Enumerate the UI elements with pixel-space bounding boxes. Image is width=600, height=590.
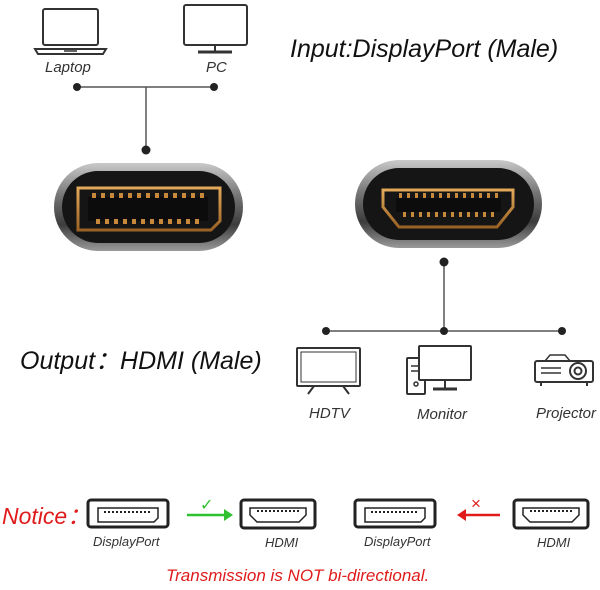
desktop-computer-icon [406,345,472,395]
pc-monitor-icon [183,4,248,54]
monitor-label: Monitor [417,406,468,423]
laptop-icon [33,8,108,55]
notice-hdmi-label-2: HDMI [537,535,571,550]
output-lines [322,257,566,335]
cross-icon: × [471,494,481,513]
displayport-connector-icon [54,163,243,251]
input-heading: Input:DisplayPort (Male) [290,35,559,63]
notice-dp-connector-1 [86,498,170,529]
notice-hdmi-connector-1 [239,498,317,530]
notice-label: Notice： [2,503,91,529]
hdmi-connector-icon [355,160,542,248]
pc-label: PC [206,59,227,76]
output-heading: Output：HDMI (Male) [20,347,262,375]
projector-icon [534,354,594,386]
check-icon: ✓ [200,497,214,514]
projector-label: Projector [536,405,597,422]
notice-blocked-arrow [457,509,500,521]
direction-footnote: Transmission is NOT bi-directional. [166,566,430,585]
notice-dp-label-2: DisplayPort [364,534,431,549]
notice-hdmi-connector-2 [512,498,590,530]
notice-hdmi-label-1: HDMI [265,535,299,550]
notice-dp-label-1: DisplayPort [93,534,160,549]
laptop-label: Laptop [45,59,91,76]
notice-dp-connector-2 [353,498,437,529]
notice-allowed-arrow [187,509,233,521]
input-lines [73,83,218,155]
hdtv-label: HDTV [309,405,350,422]
tv-icon [296,347,361,395]
